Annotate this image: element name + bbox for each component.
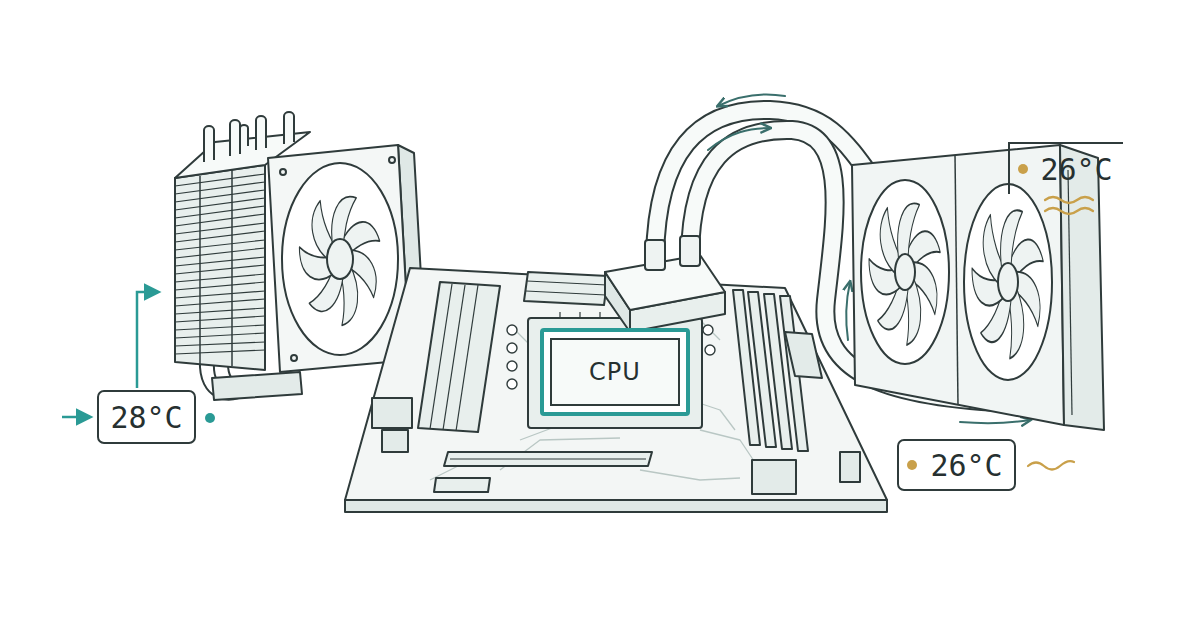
readout-text: 28°C xyxy=(110,400,182,435)
temperature-readout: 26°C xyxy=(1008,142,1123,194)
status-dot xyxy=(1018,164,1028,174)
fins xyxy=(175,174,265,354)
airflow-arrow xyxy=(137,292,158,388)
temperature-readout: 26°C xyxy=(897,439,1016,491)
readout-text: 26°C xyxy=(1040,152,1112,187)
pump-block xyxy=(605,236,725,332)
heat-pipe-tips xyxy=(204,112,294,162)
radiator xyxy=(852,145,1104,430)
heat-waves xyxy=(1028,197,1093,470)
status-dot xyxy=(205,413,215,423)
readout-text: 26°C xyxy=(930,448,1002,483)
motherboard xyxy=(345,268,887,512)
readout-text: CPU xyxy=(589,358,641,386)
cpu-chip: CPU xyxy=(540,328,690,416)
fan-blades xyxy=(294,186,383,330)
status-dot xyxy=(907,460,917,470)
temperature-readout: 28°C xyxy=(97,390,196,444)
airflow-arrow xyxy=(62,416,90,419)
